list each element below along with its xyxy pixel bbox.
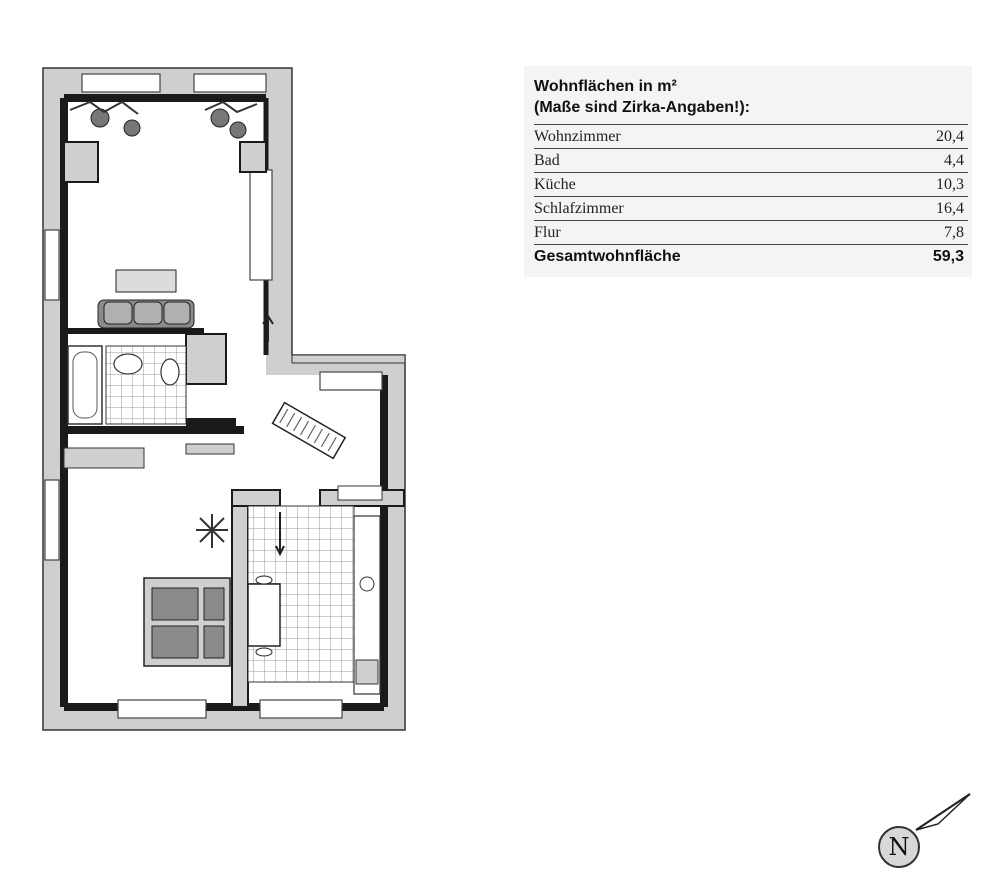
balcony-plants xyxy=(69,100,258,139)
hallway-rug xyxy=(271,401,347,460)
table-row: Wohnzimmer 20,4 xyxy=(534,125,968,149)
floor-plan xyxy=(42,67,406,731)
toilet xyxy=(160,358,180,386)
sofa xyxy=(97,269,195,329)
area-table-title-line2: (Maße sind Zirka-Angaben!): xyxy=(534,99,751,116)
bedroom-furniture xyxy=(143,514,231,667)
total-value: 59,3 xyxy=(932,248,964,265)
entrance-arrow xyxy=(262,314,274,342)
table-row: Flur 7,8 xyxy=(534,221,968,245)
kitchen-cabinet xyxy=(337,485,383,501)
total-label: Gesamtwohnfläche xyxy=(534,248,681,265)
windows xyxy=(44,73,383,719)
area-rows: Wohnzimmer 20,4 Bad 4,4 Küche 10,3 Schla… xyxy=(534,124,968,245)
room-name: Schlafzimmer xyxy=(534,200,624,217)
room-name: Bad xyxy=(534,152,560,169)
north-label: N xyxy=(878,826,920,868)
room-name: Küche xyxy=(534,176,576,193)
kitchen-sink xyxy=(359,576,375,592)
kitchen xyxy=(247,485,383,695)
bathroom xyxy=(67,345,187,425)
room-area: 10,3 xyxy=(936,176,964,193)
table-row: Bad 4,4 xyxy=(534,149,968,173)
room-area: 20,4 xyxy=(936,128,964,145)
room-area: 4,4 xyxy=(944,152,964,169)
north-compass: N xyxy=(876,790,986,870)
north-arrow-icon xyxy=(915,793,971,831)
room-area: 7,8 xyxy=(944,224,964,241)
stove xyxy=(355,659,379,685)
total-row: Gesamtwohnfläche 59,3 xyxy=(534,245,968,269)
wall-details xyxy=(185,354,406,455)
room-name: Wohnzimmer xyxy=(534,128,621,145)
table-row: Küche 10,3 xyxy=(534,173,968,197)
kitchen-table xyxy=(247,583,281,647)
area-table-title-line1: Wohnflächen in m² xyxy=(534,78,677,95)
area-table: Wohnflächen in m² (Maße sind Zirka-Angab… xyxy=(524,66,972,277)
interior-walls xyxy=(63,141,405,708)
room-area: 16,4 xyxy=(936,200,964,217)
room-name: Flur xyxy=(534,224,561,241)
sink xyxy=(113,353,143,375)
bedroom-plant xyxy=(196,514,228,548)
table-row: Schlafzimmer 16,4 xyxy=(534,197,968,221)
